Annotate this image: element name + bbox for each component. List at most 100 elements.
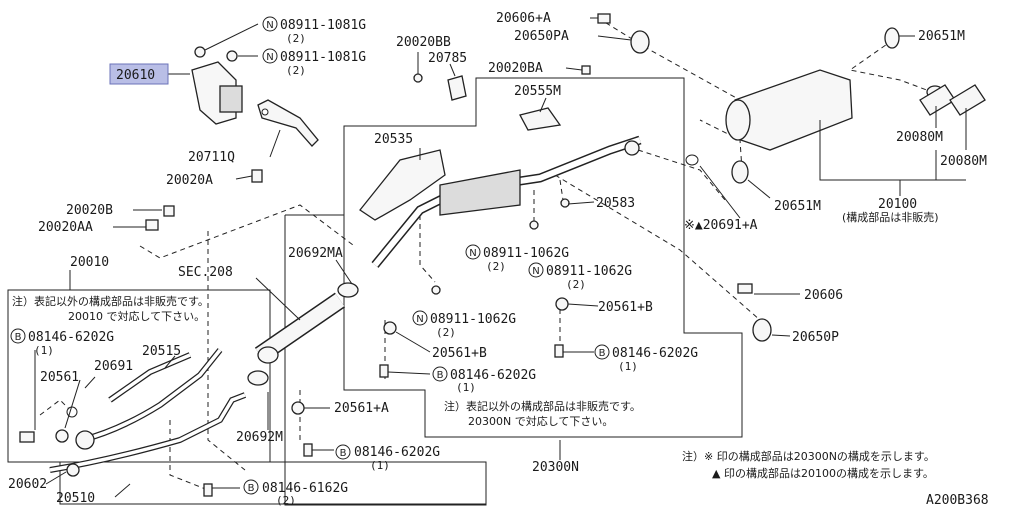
- part-label-20606[interactable]: 20606: [804, 288, 843, 303]
- flange-shape: [624, 140, 640, 156]
- leader: [387, 371, 431, 375]
- hanger-20651M-b-shape: [731, 160, 749, 184]
- part-label-20020A[interactable]: 20020A: [166, 173, 213, 188]
- part-label-20650PA[interactable]: 20650PA: [514, 29, 569, 44]
- part-label-20020B[interactable]: 20020B: [66, 203, 113, 218]
- svg-text:N: N: [266, 52, 273, 63]
- part-label-20080M-a[interactable]: 20080M: [896, 130, 943, 145]
- part-label-20651M-a[interactable]: 20651M: [918, 29, 965, 44]
- clamp-20561B-a-shape: [555, 297, 569, 311]
- part-label-20650P[interactable]: 20650P: [792, 330, 839, 345]
- leader-dash: [419, 215, 436, 283]
- part-label-20691[interactable]: 20691: [94, 359, 133, 374]
- svg-text:N: N: [266, 20, 273, 31]
- part-label-20561[interactable]: 20561: [40, 370, 79, 385]
- part-label-08911-1062G-c[interactable]: 08911-1062G: [430, 312, 516, 327]
- part-label-20020BB[interactable]: 20020BB: [396, 35, 451, 50]
- qty-label: (1): [456, 381, 476, 394]
- section-ref-208[interactable]: SEC.208: [178, 265, 233, 280]
- nut-shape: [163, 205, 175, 217]
- center-lower-frame: [284, 215, 487, 506]
- part-label-08146-6162G[interactable]: 08146-6162G: [262, 481, 348, 496]
- leader: [269, 129, 281, 158]
- part-label-20020AA[interactable]: 20020AA: [38, 220, 93, 235]
- part-label-20010[interactable]: 20010: [70, 255, 109, 270]
- part-label-20711Q[interactable]: 20711Q: [188, 150, 235, 165]
- part-label-20785[interactable]: 20785: [428, 51, 467, 66]
- part-label-08146-6202G-a[interactable]: 08146-6202G: [612, 346, 698, 361]
- nut-shape: [431, 285, 441, 295]
- leader: [539, 97, 547, 113]
- part-label-20651M-b[interactable]: 20651M: [774, 199, 821, 214]
- clamp-20561B-b-shape: [383, 321, 397, 335]
- part-label-20300N[interactable]: 20300N: [532, 460, 579, 475]
- part-label-20561B-b[interactable]: 20561+B: [432, 346, 487, 361]
- part-label-20606A[interactable]: 20606+A: [496, 11, 551, 26]
- leader-dash: [169, 420, 209, 491]
- n-mark-icon: N: [262, 16, 278, 32]
- svg-text:B: B: [599, 348, 606, 359]
- part-note-20100: (構成部品は非販売): [842, 210, 939, 224]
- leader: [699, 165, 741, 219]
- bolt-hole: [261, 108, 269, 116]
- leader: [84, 376, 96, 389]
- part-label-20510[interactable]: 20510: [56, 491, 95, 506]
- part-label-20535[interactable]: 20535: [374, 132, 413, 147]
- bolt-shape: [19, 431, 35, 443]
- bolt-20606A-shape: [597, 13, 611, 24]
- leader: [45, 471, 67, 485]
- part-label-20561B-a[interactable]: 20561+B: [598, 300, 653, 315]
- part-label-08911-1062G-a[interactable]: 08911-1062G: [483, 246, 569, 261]
- part-label-08146-6202G-c[interactable]: 08146-6202G: [354, 445, 440, 460]
- nut-shape: [529, 220, 539, 230]
- nut-shape: [226, 50, 238, 62]
- n-mark-icon: N: [412, 310, 428, 326]
- leader: [255, 277, 301, 321]
- leader: [235, 175, 253, 180]
- nut-shape: [194, 46, 206, 58]
- qty-label: (2): [486, 260, 506, 273]
- qty-label: (2): [436, 326, 456, 339]
- leader-dash: [39, 399, 71, 416]
- bolt-shape: [554, 344, 564, 358]
- leader: [567, 201, 595, 205]
- part-label-20602[interactable]: 20602: [8, 477, 47, 492]
- qty-label: (2): [286, 32, 306, 45]
- gasket-20692M-shape: [247, 370, 269, 386]
- n-mark-icon: N: [465, 244, 481, 260]
- part-label-08146-6202G-d[interactable]: 08146-6202G: [28, 330, 114, 345]
- part-label-08911-1081G-b[interactable]: 08911-1081G: [280, 50, 366, 65]
- flange-shape: [75, 430, 95, 450]
- part-label-20691A[interactable]: ※▲20691+A: [684, 218, 758, 233]
- svg-text:N: N: [469, 248, 476, 259]
- leader: [64, 379, 81, 429]
- bolt-shape: [251, 169, 263, 183]
- part-label-20100[interactable]: 20100: [878, 197, 917, 212]
- leader: [204, 23, 259, 51]
- leader: [747, 179, 771, 199]
- muffler-end: [725, 99, 751, 141]
- part-label-08911-1062G-b[interactable]: 08911-1062G: [546, 264, 632, 279]
- catalyst-end: [257, 346, 279, 364]
- highlight-20610[interactable]: [109, 63, 169, 85]
- part-label-20515[interactable]: 20515: [142, 344, 181, 359]
- rubber-mount-shape: [219, 85, 243, 113]
- part-label-20610[interactable]: 20610: [116, 68, 155, 83]
- part-label-20583[interactable]: 20583: [596, 196, 635, 211]
- part-label-20080M-b[interactable]: 20080M: [940, 154, 987, 169]
- part-label-08146-6202G-b[interactable]: 08146-6202G: [450, 368, 536, 383]
- center-box-note-line1: 注）表記以外の構成部品は非販売です。: [444, 399, 641, 413]
- bolt-shape: [303, 443, 313, 457]
- part-label-20692MA[interactable]: 20692MA: [288, 246, 343, 261]
- leader: [771, 334, 791, 337]
- part-label-08911-1081G-a[interactable]: 08911-1081G: [280, 18, 366, 33]
- part-label-20020BA[interactable]: 20020BA: [488, 61, 543, 76]
- part-label-20555M[interactable]: 20555M: [514, 84, 561, 99]
- part-label-20561A[interactable]: 20561+A: [334, 401, 389, 416]
- bracket-20785-shape: [447, 75, 467, 101]
- bolt-shape: [203, 483, 213, 497]
- gasket-20691A-shape: [685, 154, 699, 166]
- leader-dash: [207, 231, 246, 471]
- part-label-20692M[interactable]: 20692M: [236, 430, 283, 445]
- svg-text:B: B: [340, 448, 347, 459]
